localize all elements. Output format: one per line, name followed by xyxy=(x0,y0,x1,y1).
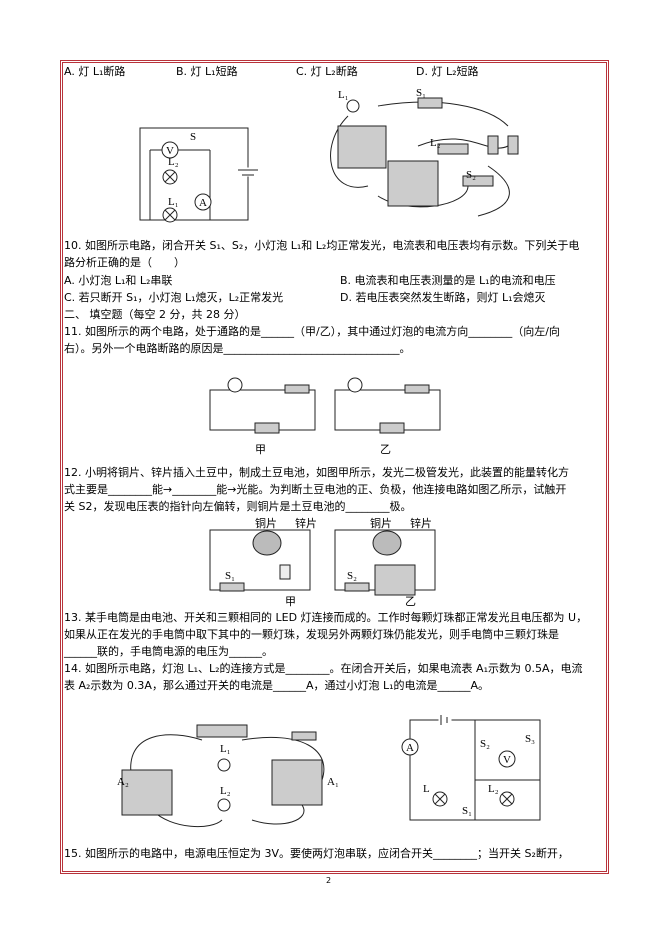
svg-text:L₁: L₁ xyxy=(168,196,179,208)
svg-text:铜片: 铜片 xyxy=(370,516,392,530)
q13-line1: 13. 某手电筒是由电池、开关和三颗相同的 LED 灯连接而成的。工作时每颗灯珠… xyxy=(64,611,588,624)
q10-option-d: D. 若电压表突然发生断路，则灯 L₁会熄灭 xyxy=(340,291,546,304)
svg-text:L₂: L₂ xyxy=(168,156,179,168)
q9-option-c: C. 灯 L₂断路 xyxy=(296,65,358,78)
q11-line1: 11. 如图所示的两个电路，处于通路的是______（甲/乙），其中通过灯泡的电… xyxy=(64,325,560,338)
svg-text:锌片: 锌片 xyxy=(410,516,432,530)
q10-option-c: C. 若只断开 S₁，小灯泡 L₁熄灭，L₂正常发光 xyxy=(64,291,284,304)
q12-line2: 式主要是________能→________能→光能。为判断土豆电池的正、负极，… xyxy=(64,483,567,496)
svg-text:铜片: 铜片 xyxy=(255,516,277,530)
q14-line1: 14. 如图所示电路，灯泡 L₁、L₂的连接方式是________。在闭合开关后… xyxy=(64,662,583,675)
q12-line3: 关 S2，发现电压表的指针向左偏转，则铜片是土豆电池的________极。 xyxy=(64,500,412,513)
svg-text:L: L xyxy=(423,783,430,795)
svg-text:L₂: L₂ xyxy=(430,137,441,149)
svg-text:S₂: S₂ xyxy=(480,738,490,750)
svg-text:S₂: S₂ xyxy=(347,570,357,582)
q15-circuit-diagram: A V S₂ S₃ L L₂ S₁ xyxy=(401,715,541,821)
q9-option-a: A. 灯 L₁断路 xyxy=(64,65,126,78)
svg-text:A₂: A₂ xyxy=(117,776,129,788)
svg-text:S: S xyxy=(190,131,196,143)
q14-line2: 表 A₂示数为 0.3A，那么通过开关的电流是______A，通过小灯泡 L₁的… xyxy=(64,679,490,692)
svg-text:L₂: L₂ xyxy=(488,783,499,795)
voltmeter-label: V xyxy=(166,145,174,157)
svg-text:A: A xyxy=(406,742,414,754)
q10-option-a: A. 小灯泡 L₁和 L₂串联 xyxy=(64,274,173,287)
svg-text:锌片: 锌片 xyxy=(295,516,317,530)
svg-text:A: A xyxy=(199,197,207,209)
svg-text:L₁: L₁ xyxy=(220,743,231,755)
q13-line2: 如果从正在发光的手电筒中取下其中的一颗灯珠，发现另外两颗灯珠仍能发光，则手电筒中… xyxy=(64,628,559,641)
svg-text:S₃: S₃ xyxy=(525,733,535,745)
svg-text:S₁: S₁ xyxy=(225,570,235,582)
q10-stem-line1: 10. 如图所示电路，闭合开关 S₁、S₂，小灯泡 L₁和 L₂均正常发光，电流… xyxy=(64,239,580,252)
svg-text:乙: 乙 xyxy=(380,443,391,456)
svg-text:甲: 甲 xyxy=(285,596,296,607)
q12-line1: 12. 小明将铜片、锌片插入土豆中，制成土豆电池，如图甲所示，发光二极管发光，此… xyxy=(64,466,569,479)
q14-physical-circuit: A₂ A₁ L₁ L₂ xyxy=(117,724,339,828)
svg-text:L₁: L₁ xyxy=(338,89,349,101)
q9-option-b: B. 灯 L₁短路 xyxy=(176,65,238,78)
svg-text:S₁: S₁ xyxy=(462,805,472,817)
q11-circuits: 甲乙 xyxy=(209,377,441,456)
q13-line3: ______联的，手电筒电源的电压为______。 xyxy=(64,645,273,658)
q10-stem-line2: 路分析正确的是（ ） xyxy=(64,256,185,269)
svg-text:S₁: S₁ xyxy=(416,87,426,99)
q11-line2: 右）。另外一个电路断路的原因是_________________________… xyxy=(64,342,411,355)
q10-circuit-diagram: V L₂ L₁ A S xyxy=(139,127,259,223)
q10-option-b: B. 电流表和电压表测量的是 L₁的电流和电压 xyxy=(340,274,556,287)
q9-option-d: D. 灯 L₂短路 xyxy=(416,65,479,78)
svg-text:甲: 甲 xyxy=(255,444,266,456)
svg-text:A₁: A₁ xyxy=(327,776,339,788)
svg-text:乙: 乙 xyxy=(405,595,416,607)
page-border xyxy=(60,60,609,874)
page-number: 2 xyxy=(326,876,332,885)
q15-line1: 15. 如图所示的电路中，电源电压恒定为 3V。要使两灯泡串联，应闭合开关___… xyxy=(64,847,569,860)
svg-text:S₂: S₂ xyxy=(466,169,476,181)
svg-text:L₂: L₂ xyxy=(220,785,231,797)
svg-text:V: V xyxy=(503,754,511,766)
q12-potato-circuits: 铜片 锌片 铜片 锌片 S₁ S₂ 甲 乙 xyxy=(209,516,436,607)
section-2-heading: 二、 填空题（每空 2 分，共 28 分） xyxy=(64,308,246,321)
q10-physical-circuit-photo: L₁ S₁ L₂ S₂ xyxy=(330,87,519,217)
